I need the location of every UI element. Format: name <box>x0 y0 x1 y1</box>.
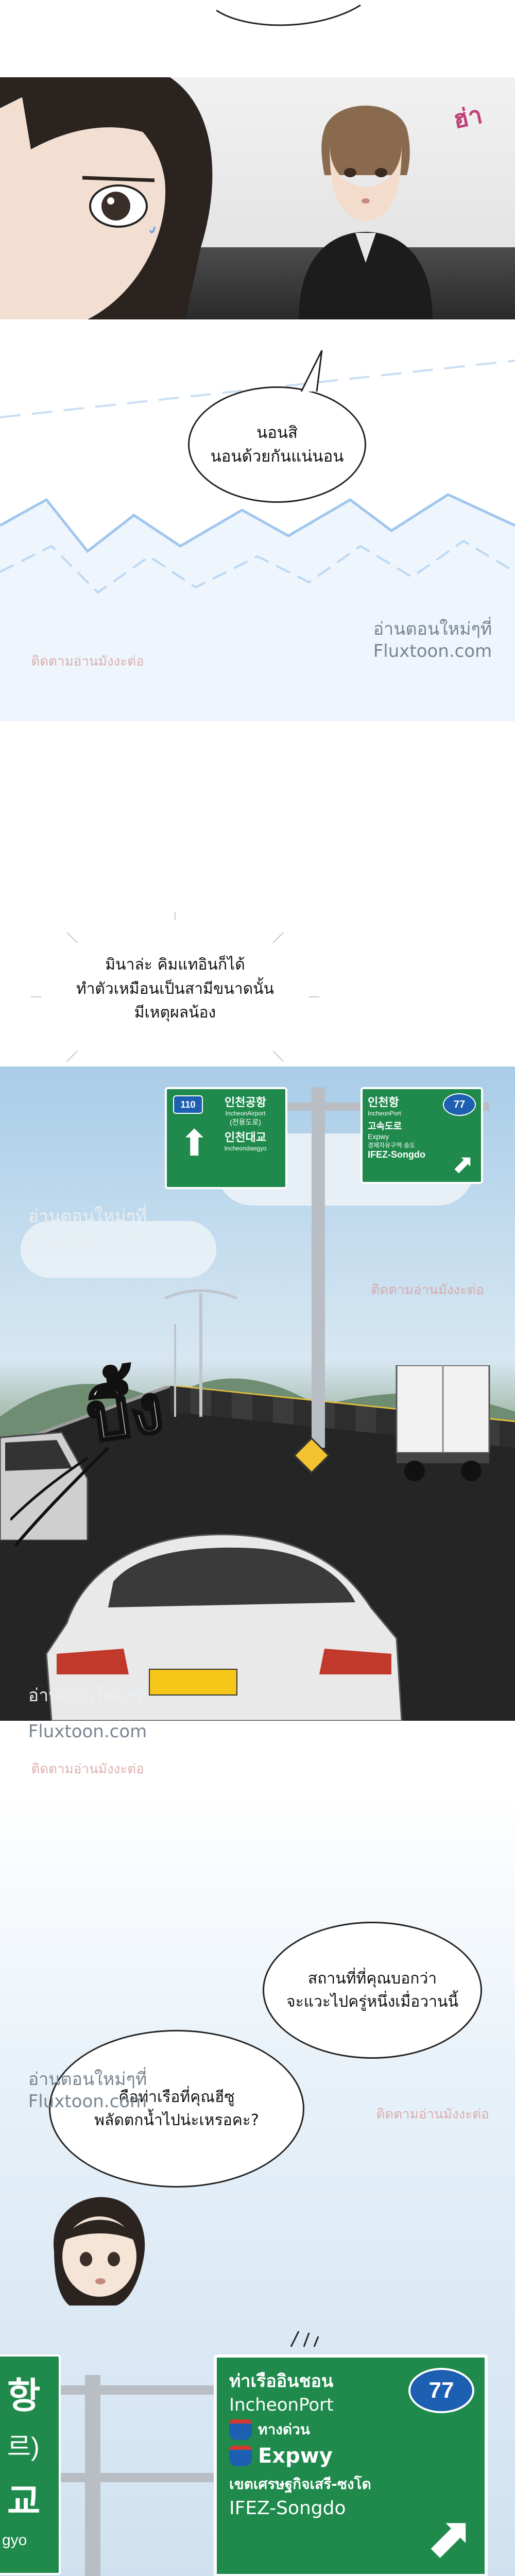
street-lamps <box>164 1289 237 1417</box>
main-sign-line2: IncheonPort <box>229 2395 334 2415</box>
truck <box>396 1365 490 1481</box>
main-sign-line6: IFEZ-Songdo <box>229 2498 346 2519</box>
partial-sign-text-2: 르) <box>7 2432 40 2461</box>
dark-car <box>0 1431 89 1540</box>
bubble-place-line2: จะแวะไปครู่หนึ่งเมื่อวานนี้ <box>286 1993 458 2011</box>
watermark-brand-2: ติดตามอ่านมังงะต่อ <box>371 1282 484 1298</box>
bubble-port-line2: พลัดตกน้ำไปน่ะเหรอคะ? <box>94 2111 259 2129</box>
arrow-diagonal-icon-main: ⬈ <box>425 2505 473 2569</box>
bottom-sky-section: สถานที่ที่คุณบอกว่า จะแวะไปครู่หนึ่งเมื่… <box>0 1793 515 2576</box>
watermark-brand-3: ติดตามอ่านมังงะต่อ <box>31 1761 144 1777</box>
bubble-sleep-line2: นอนด้วยกันแน่นอน <box>210 447 344 466</box>
route-badge-right: 77 <box>443 1093 476 1116</box>
thought-line2: ทำตัวเหมือนเป็นสามีขนาดนั้น <box>76 979 274 998</box>
sign-right-line2: IncheonPort <box>368 1110 401 1117</box>
sign-right-line3: 고속도로 <box>368 1121 402 1131</box>
partial-sign-text-1: 항 <box>7 2376 41 2416</box>
sign-right-line1: 인천항 <box>368 1096 399 1109</box>
road-sign-main: 77 ท่าเรืออินชอน IncheonPort ทางด่วน Exp… <box>214 2354 488 2576</box>
sky-zigzag-section: นอนสิ นอนด้วยกันแน่นอน อ่านตอนใหม่ๆที่ F… <box>0 330 515 721</box>
sign-right-line6: IFEZ-Songdo <box>368 1149 425 1160</box>
watermark-site-3: อ่านตอนใหม่ๆที่ <box>28 1685 147 1706</box>
main-sign-line4: Expwy <box>258 2444 333 2468</box>
watermark-site-1: อ่านตอนใหม่ๆที่ Fluxtoon.com <box>373 619 492 662</box>
watermark-site-4: อ่านตอนใหม่ๆที่ Fluxtoon.com <box>28 2069 147 2112</box>
sign-right-line4: Expwy <box>368 1132 389 1141</box>
watermark-site-3b: Fluxtoon.com <box>28 1721 147 1742</box>
bubble-port-line1: คือท่าเรือที่คุณฮีซู <box>118 2088 235 2106</box>
expressway-shield-icon-2 <box>229 2446 252 2466</box>
road-sign-left: 110 인천공항 IncheonAirport (전용도로) 인천대교 Inch… <box>165 1087 287 1189</box>
bubble-place-line1: สถานที่ที่คุณบอกว่า <box>307 1970 437 1988</box>
sign-left-line1: 인천공항 <box>225 1096 266 1109</box>
sign-crossbar-bottom-2 <box>52 2473 216 2482</box>
sign-left-line5: Incheondaegyo <box>224 1145 267 1152</box>
man-character <box>299 106 433 319</box>
speech-bubble-port: คือท่าเรือที่คุณฮีซู พลัดตกน้ำไปน่ะเหรอค… <box>49 2030 304 2188</box>
sign-left-line2: IncheonAirport <box>225 1110 266 1117</box>
speech-bubble-sleep: นอนสิ นอนด้วยกันแน่นอน <box>188 386 366 503</box>
arrow-up-icon: ⬆ <box>179 1123 210 1163</box>
speed-lines <box>10 1446 110 1547</box>
chibi-woman <box>54 2197 145 2306</box>
sign-crossbar-bottom <box>52 2385 216 2395</box>
thought-line3: มีเหตุผลน้อง <box>134 1004 216 1022</box>
thought-line1: มินาล่ะ คิมแทอินก็ได้ <box>105 956 245 974</box>
emphasis-marks <box>290 2331 319 2347</box>
white-car <box>45 1534 403 1721</box>
route-badge-main: 77 <box>408 2368 474 2413</box>
bubble-tail-sleep <box>300 350 323 392</box>
partial-sign-text-3: 교 <box>7 2481 41 2521</box>
route-badge-left: 110 <box>173 1095 203 1114</box>
watermark-brand-1: ติดตามอ่านมังงะต่อ <box>31 654 144 669</box>
thought-bubble: มินาล่ะ คิมแทอินก็ได้ ทำตัวเหมือนเป็นสาม… <box>31 912 319 1082</box>
sign-left-line4: 인천대교 <box>225 1131 266 1144</box>
highway-panel: 110 인천공항 IncheonAirport (전용도로) 인천대교 Inch… <box>0 1066 515 1721</box>
speech-bubble-place: สถานที่ที่คุณบอกว่า จะแวะไปครู่หนึ่งเมื่… <box>263 1922 482 2059</box>
bubble-tail-top <box>216 4 361 26</box>
partial-sign-text-4: gyo <box>2 2532 27 2549</box>
sign-left-line3: (전용도로) <box>230 1118 261 1126</box>
main-sign-line1: ท่าเรืออินชอน <box>229 2371 334 2392</box>
bubble-sleep-line1: นอนสิ <box>256 423 298 442</box>
watermark-brand-4: ติดตามอ่านมังงะต่อ <box>376 2107 489 2122</box>
road-sign-right: 77 인천항 IncheonPort 고속도로 Expwy 경제자유구역·송도 … <box>360 1087 483 1184</box>
main-sign-line3: ทางด่วน <box>258 2421 310 2438</box>
road-sign-partial-left: 항 르) 교 gyo <box>0 2354 61 2575</box>
woman-character <box>0 77 213 319</box>
sign-pole <box>312 1087 325 1448</box>
cloud <box>21 1221 216 1278</box>
sign-right-line5: 경제자유구역·송도 <box>368 1142 416 1149</box>
arrow-diagonal-icon: ⬈ <box>452 1149 474 1178</box>
main-sign-line5: เขตเศรษฐกิจเสรี-ซงโด <box>229 2476 371 2493</box>
car-interior-panel: ฮ่า <box>0 77 515 319</box>
expressway-shield-icon <box>229 2419 252 2440</box>
watermark-site-2: อ่านตอนใหม่ๆที่ Fluxtoon.com <box>28 1206 147 1249</box>
